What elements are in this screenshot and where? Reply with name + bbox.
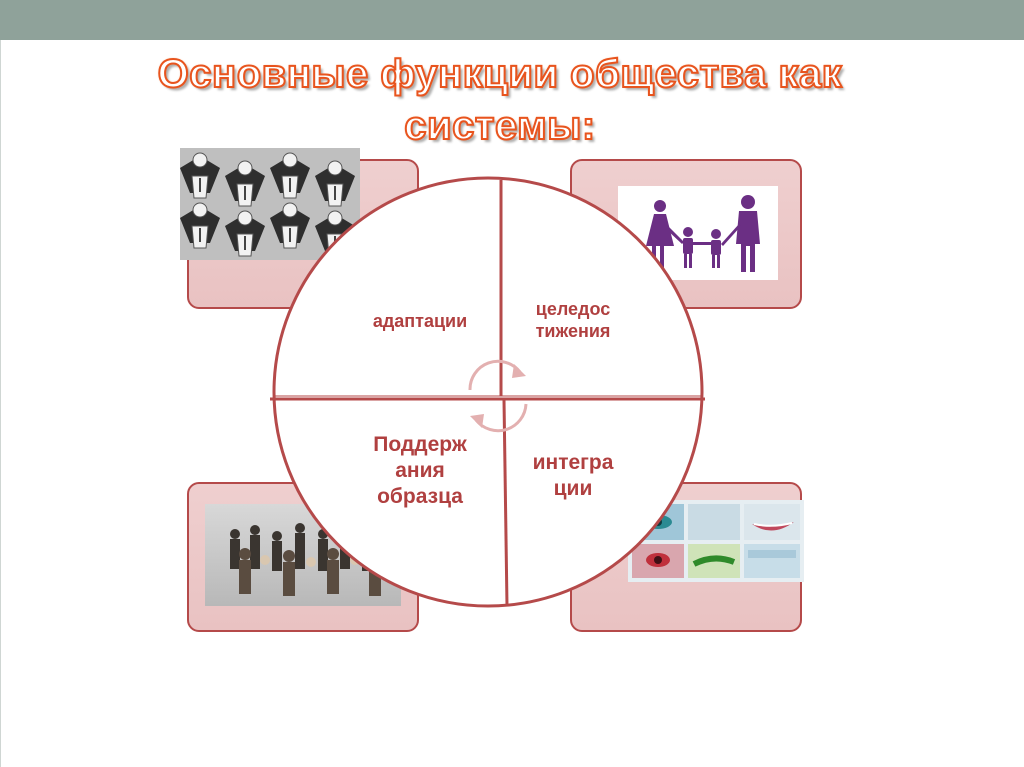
vertical-divider-bottom bbox=[502, 399, 509, 607]
crowd-of-people-image bbox=[205, 504, 401, 606]
top-bar bbox=[0, 0, 1024, 40]
title-line-2: системы: bbox=[403, 103, 596, 149]
quadrant-label-integration: интегра ции bbox=[532, 451, 614, 500]
cycle-arrows-icon bbox=[468, 359, 528, 433]
quadrant-label-goal-attainment: целедос тижения bbox=[535, 299, 611, 341]
slide-edge-line bbox=[0, 40, 1, 767]
office-workers-pattern-image bbox=[180, 148, 360, 260]
title-line-1: Основные функции общества как bbox=[157, 51, 843, 97]
quadrant-label-pattern-maintenance: Поддерж ания образца bbox=[373, 433, 467, 508]
slide-title: Основные функции общества как системы: bbox=[60, 48, 940, 152]
family-silhouette-image bbox=[618, 186, 778, 280]
quadrant-label-adaptation: адаптации bbox=[372, 311, 468, 331]
faces-collage-image bbox=[628, 500, 804, 582]
